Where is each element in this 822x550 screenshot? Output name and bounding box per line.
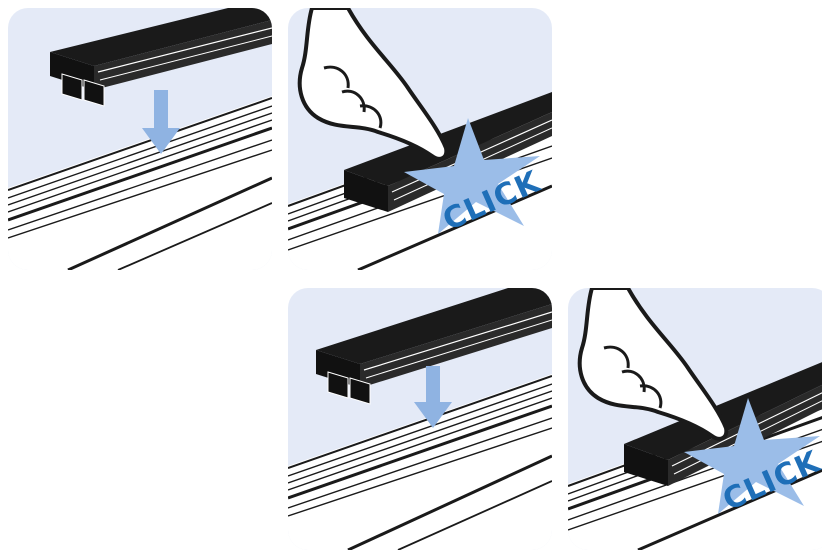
step-4-illustration: CLICK xyxy=(568,288,822,550)
step-2-illustration: CLICK xyxy=(288,8,552,270)
step-1-panel xyxy=(8,8,272,270)
step-1-illustration xyxy=(8,8,272,270)
step-4-panel: CLICK xyxy=(568,288,822,550)
step-2-panel: CLICK xyxy=(288,8,552,270)
step-3-panel xyxy=(288,288,552,550)
step-3-illustration xyxy=(288,288,552,550)
